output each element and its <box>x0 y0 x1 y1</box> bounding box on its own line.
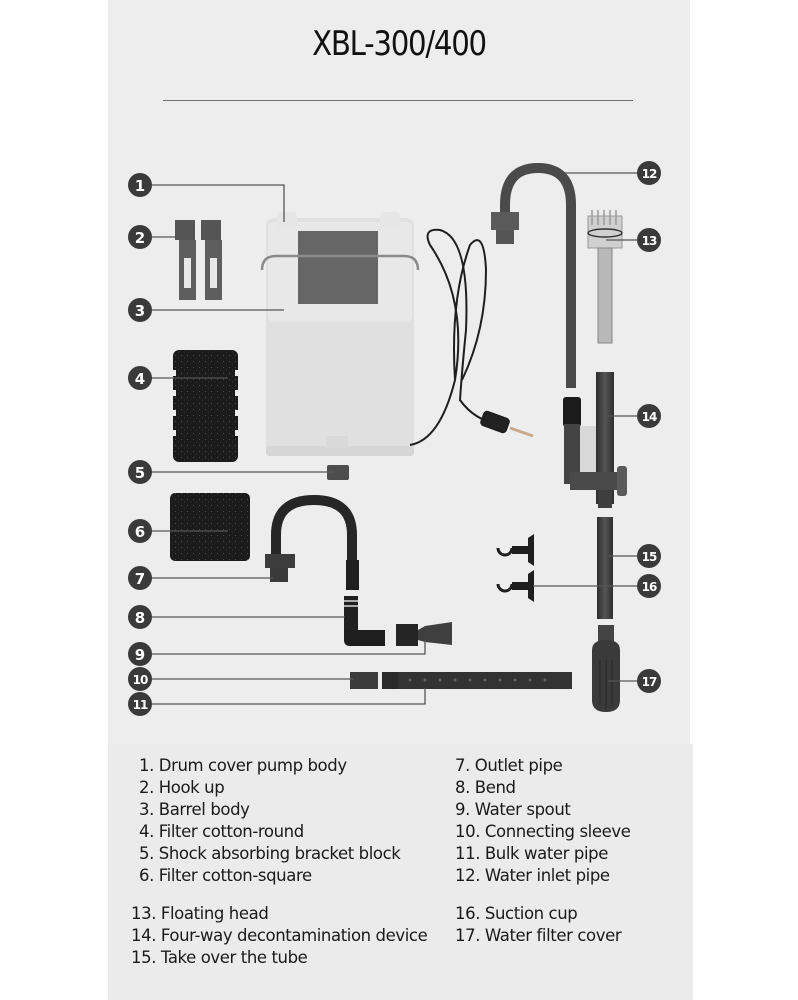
elbow-bend <box>344 596 385 646</box>
parts-list-column-1: 1. Drum cover pump body 2. Hook up 3. Ba… <box>139 755 401 887</box>
power-cord <box>409 228 534 446</box>
part-item-2: 2. Hook up <box>139 778 225 797</box>
part-item-1: 1. Drum cover pump body <box>139 756 347 775</box>
svg-text:13: 13 <box>642 234 657 248</box>
take-over-tube <box>597 517 613 619</box>
product-title: XBL-300/400 <box>312 24 487 64</box>
part-item-7: 7. Outlet pipe <box>455 756 563 775</box>
water-filter-cover <box>592 625 620 712</box>
part-item-4: 4. Filter cotton-round <box>139 822 304 841</box>
title-divider <box>163 100 633 101</box>
part-item-11: 11. Bulk water pipe <box>455 844 608 863</box>
leader-lines <box>152 172 638 705</box>
part-item-12: 12. Water inlet pipe <box>455 866 610 885</box>
svg-text:6: 6 <box>135 523 145 541</box>
callout-5: 5 <box>128 460 152 484</box>
water-spout <box>396 622 452 646</box>
callout-markers: 1 2 3 4 5 6 7 8 9 10 11 12 13 14 15 16 1… <box>128 161 661 716</box>
part-item-14: 14. Four-way decontamination device <box>131 926 428 945</box>
part-item-10: 10. Connecting sleeve <box>455 822 631 841</box>
part-item-13: 13. Floating head <box>131 904 269 923</box>
svg-text:16: 16 <box>642 580 657 594</box>
callout-15: 15 <box>637 544 661 568</box>
callout-10: 10 <box>128 667 152 691</box>
floating-head <box>587 210 623 344</box>
svg-text:17: 17 <box>642 675 657 689</box>
svg-text:10: 10 <box>133 673 148 687</box>
connecting-sleeve <box>350 672 378 689</box>
svg-text:2: 2 <box>135 229 145 247</box>
part-item-15: 15. Take over the tube <box>131 948 308 967</box>
svg-text:8: 8 <box>135 609 145 627</box>
callout-17: 17 <box>637 669 661 693</box>
square-filter-sponge <box>170 493 250 561</box>
parts-list-column-3: 13. Floating head 14. Four-way decontami… <box>131 903 428 969</box>
part-item-6: 6. Filter cotton-square <box>139 866 312 885</box>
callout-3: 3 <box>128 298 152 322</box>
suction-cups <box>496 534 534 602</box>
part-item-3: 3. Barrel body <box>139 800 250 819</box>
callout-12: 12 <box>637 161 661 185</box>
exploded-parts-diagram <box>152 162 638 712</box>
outlet-pipe <box>265 494 359 590</box>
callout-4: 4 <box>128 366 152 390</box>
svg-text:5: 5 <box>135 464 145 482</box>
canister-pump-body <box>260 212 420 456</box>
svg-text:7: 7 <box>135 570 145 588</box>
callout-13: 13 <box>637 228 661 252</box>
svg-text:1: 1 <box>135 177 145 195</box>
part-item-8: 8. Bend <box>455 778 516 797</box>
svg-text:12: 12 <box>642 167 657 181</box>
water-inlet-pipe <box>491 162 576 388</box>
bracket-block <box>327 465 349 480</box>
bulk-water-pipe <box>382 672 572 689</box>
four-way-decontamination-device <box>563 372 627 508</box>
callout-2: 2 <box>128 225 152 249</box>
callout-8: 8 <box>128 605 152 629</box>
part-item-16: 16. Suction cup <box>455 904 578 923</box>
part-item-5: 5. Shock absorbing bracket block <box>139 844 401 863</box>
callout-14: 14 <box>637 404 661 428</box>
hooks <box>175 220 222 300</box>
callout-7: 7 <box>128 566 152 590</box>
callout-1: 1 <box>128 173 152 197</box>
svg-text:15: 15 <box>642 550 657 564</box>
svg-text:3: 3 <box>135 302 145 320</box>
svg-text:9: 9 <box>135 646 145 664</box>
parts-list-panel <box>108 744 693 1000</box>
part-item-9: 9. Water spout <box>455 800 571 819</box>
callout-11: 11 <box>128 692 152 716</box>
callout-9: 9 <box>128 642 152 666</box>
parts-list-column-2: 7. Outlet pipe 8. Bend 9. Water spout 10… <box>455 755 631 887</box>
svg-text:14: 14 <box>642 410 657 424</box>
part-item-17: 17. Water filter cover <box>455 926 622 945</box>
parts-list-column-4: 16. Suction cup 17. Water filter cover <box>455 903 622 947</box>
svg-text:4: 4 <box>135 370 145 388</box>
callout-6: 6 <box>128 519 152 543</box>
callout-16: 16 <box>637 574 661 598</box>
svg-text:11: 11 <box>133 698 148 712</box>
